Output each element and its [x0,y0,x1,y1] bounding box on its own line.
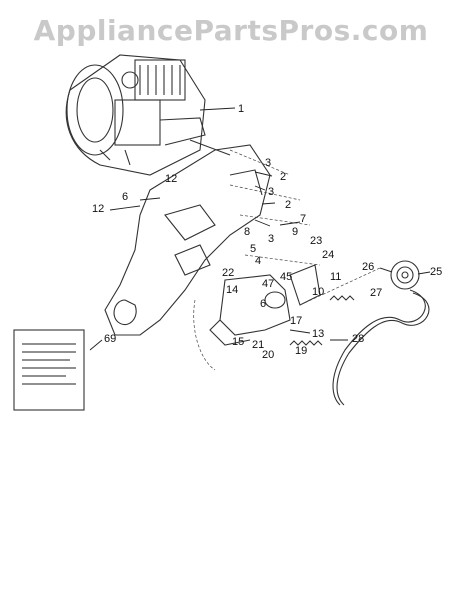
callout-2b: 2 [285,199,291,211]
bracket-part-10[interactable] [289,264,321,306]
callout-1: 1 [238,103,244,115]
callout-4: 4 [255,255,261,267]
callout-6a: 6 [122,191,128,203]
callout-25: 25 [430,266,442,278]
callout-17: 17 [290,315,302,327]
callout-28: 28 [352,333,364,345]
callout-12a: 12 [165,173,177,185]
callout-21: 21 [252,339,264,351]
callout-45: 45 [280,271,292,283]
callout-26: 26 [362,261,374,273]
callout-2a: 2 [280,171,286,183]
watermark-logo: AppliancePartsPros.com [33,14,429,47]
callout-14: 14 [226,284,238,296]
callout-3c: 3 [268,233,274,245]
callout-69: 69 [104,333,116,345]
callout-12b: 12 [92,203,104,215]
callout-3b: 3 [268,186,274,198]
callout-10: 10 [312,286,324,298]
callout-3a: 3 [265,157,271,169]
callout-15: 15 [232,336,244,348]
frame-bracket[interactable] [104,144,271,336]
callout-8: 8 [244,226,250,238]
spring-part-19[interactable] [289,340,323,346]
callout-27: 27 [370,287,382,299]
callout-5: 5 [250,243,256,255]
callout-23: 23 [310,235,322,247]
drive-cable-part-28[interactable] [332,289,430,406]
callout-22: 22 [222,267,234,279]
callout-47: 47 [262,278,274,290]
pulley-part-25[interactable] [379,260,420,290]
callout-11: 11 [330,271,341,283]
callout-24: 24 [322,249,334,261]
callout-20: 20 [262,349,274,361]
linkage-plate[interactable] [209,274,291,346]
spring-part-45[interactable] [329,295,355,301]
owners-manual-part-69[interactable] [13,329,85,411]
engine-assembly[interactable] [65,54,231,176]
callout-13: 13 [312,328,324,340]
callout-9: 9 [292,226,298,238]
callout-7: 7 [300,213,306,225]
callout-19: 19 [295,345,307,357]
callout-6b: 6 [260,298,266,310]
